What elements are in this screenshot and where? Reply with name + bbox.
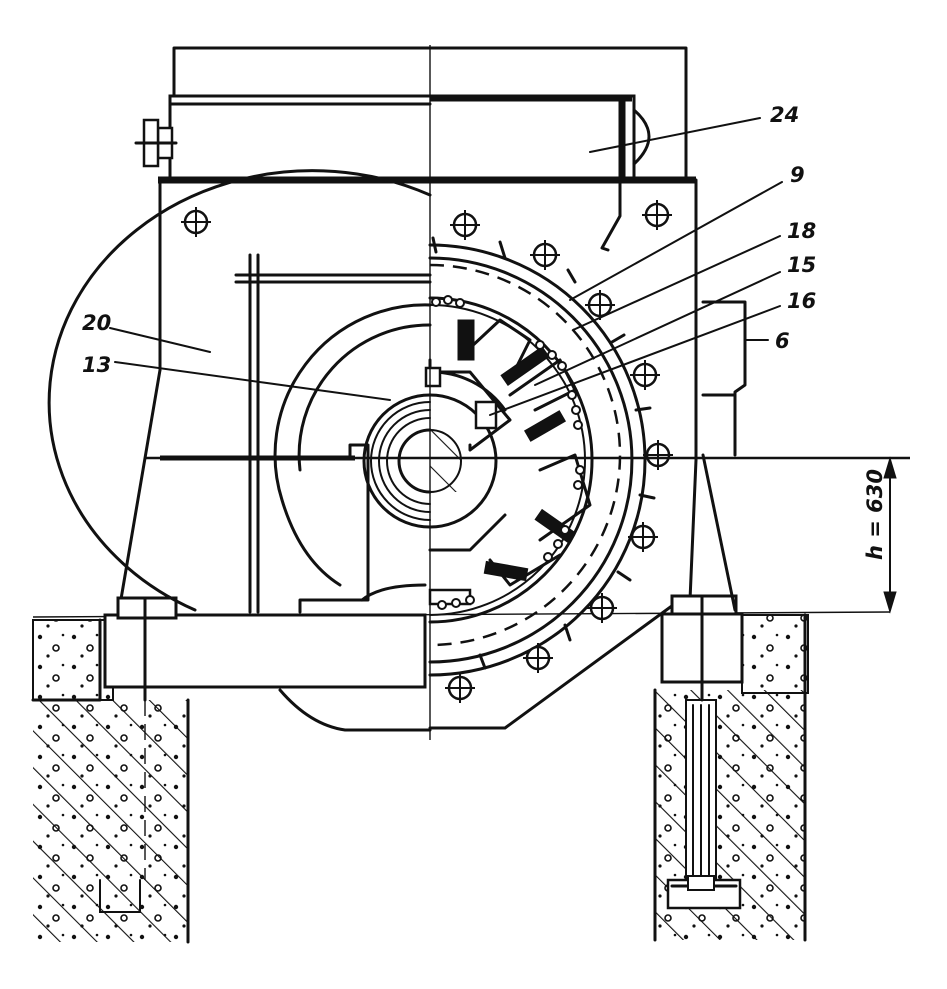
stator-slots — [431, 295, 585, 610]
motor-frame — [118, 176, 698, 732]
side-housing-6 — [701, 300, 747, 612]
callout-15: 15 — [787, 253, 816, 277]
callout-13: 13 — [82, 353, 111, 377]
rotor — [424, 318, 592, 606]
right-foundation — [653, 613, 809, 942]
callout-9: 9 — [790, 163, 805, 187]
callout-20: 20 — [82, 311, 111, 335]
end-shield-left — [47, 169, 432, 614]
base-feet — [103, 594, 744, 702]
stator-ticks — [431, 236, 656, 670]
dimension-label: h = 630 — [863, 469, 887, 560]
callout-18: 18 — [787, 219, 816, 243]
height-dimension: h = 630 — [863, 456, 897, 614]
callout-24: 24 — [770, 103, 799, 127]
callout-6: 6 — [775, 329, 790, 353]
left-foundation — [31, 618, 190, 944]
top-cover — [134, 46, 688, 182]
callout-16: 16 — [787, 289, 816, 313]
leader-lines — [109, 117, 783, 416]
